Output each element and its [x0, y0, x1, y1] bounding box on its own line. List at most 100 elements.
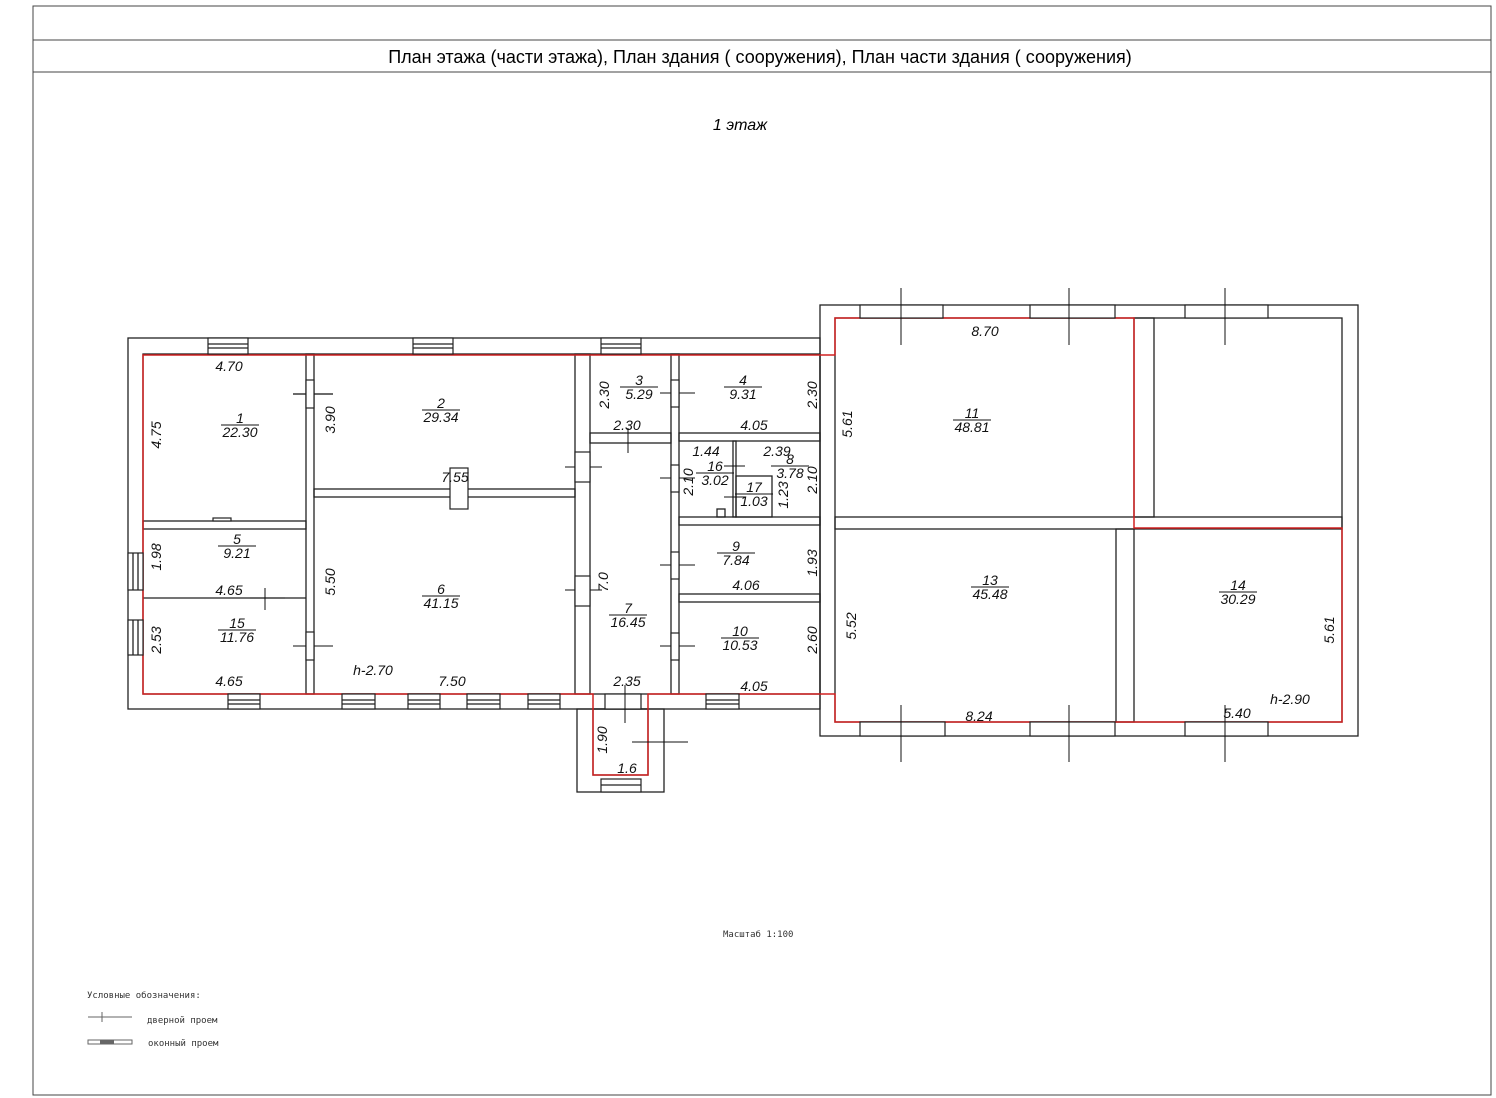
door-icon [565, 575, 602, 607]
room-label: 122.30 [221, 410, 259, 440]
room-label: 59.21 [218, 531, 256, 561]
scale-label: Масштаб 1:100 [723, 929, 793, 940]
window-icon [1029, 721, 1116, 737]
door-icon [660, 551, 695, 580]
dimension-label: 2.53 [148, 626, 164, 654]
legend-heading: Условные обозначения: [87, 990, 201, 1001]
room-number: 2 [436, 395, 445, 411]
window-icon [705, 693, 740, 710]
door-icon [293, 379, 333, 409]
dimension-label: 4.65 [215, 582, 242, 598]
room-area: 41.15 [423, 595, 458, 611]
room-number: 9 [732, 538, 740, 554]
dimension-label: 2.30 [804, 381, 820, 409]
dimension-label: 2.39 [762, 443, 790, 459]
dimension-label: 2.10 [680, 468, 696, 496]
room-area: 22.30 [221, 424, 257, 440]
room-area: 29.34 [422, 409, 458, 425]
legend: Условные обозначения: дверной проем окон… [87, 990, 219, 1049]
room-area: 3.02 [701, 472, 728, 488]
dimension-label: 4.05 [740, 417, 767, 433]
dimension-label: 1.93 [804, 549, 820, 576]
window-icon [1184, 721, 1269, 737]
window-icon [212, 517, 232, 522]
room-label: 49.31 [724, 372, 762, 402]
dimension-label: 1.23 [775, 481, 791, 508]
room-number: 10 [732, 623, 748, 639]
dimension-label: h-2.70 [353, 662, 393, 678]
dimension-label: 5.40 [1223, 705, 1250, 721]
window-icon [227, 693, 261, 710]
door-icon [660, 464, 695, 493]
window-icon [449, 467, 469, 510]
dimension-label: 7.50 [438, 673, 465, 689]
room-number: 3 [635, 372, 643, 388]
dimension-label: 5.61 [839, 410, 855, 437]
dimension-label: 4.70 [215, 358, 242, 374]
window-icon [127, 619, 144, 656]
room-number: 14 [1230, 577, 1246, 593]
window-icon [466, 693, 501, 710]
room-label: 97.84 [717, 538, 755, 568]
window-icon [600, 778, 642, 793]
door-icon [250, 588, 285, 610]
room-area: 16.45 [610, 614, 645, 630]
room-label: 229.34 [422, 395, 460, 425]
dimension-label: 8.24 [965, 708, 992, 724]
door-icon [724, 465, 745, 498]
room-label: 641.15 [422, 581, 460, 611]
room-number: 1 [236, 410, 244, 426]
legend-door: дверной проем [147, 1016, 218, 1026]
door-icon [660, 632, 695, 661]
window-icon [341, 693, 376, 710]
room-number: 5 [233, 531, 241, 547]
window-icon [207, 337, 249, 355]
room-number: 7 [624, 600, 633, 616]
room-area: 11.76 [220, 629, 254, 645]
page-title: План этажа (части этажа), План здания ( … [388, 47, 1132, 67]
dimension-label: 8.70 [971, 323, 998, 339]
dimension-label: 4.75 [148, 421, 164, 448]
room-number: 15 [229, 615, 245, 631]
dimension-label: 2.35 [612, 673, 640, 689]
door-icon [565, 451, 602, 483]
dimension-label: 2.30 [596, 381, 612, 409]
room-area: 3.78 [776, 465, 803, 481]
dimension-label: 2.10 [804, 466, 820, 494]
legend-window: оконный проем [148, 1039, 219, 1049]
room-label: 171.03 [735, 479, 773, 509]
dimension-label: 1.98 [148, 543, 164, 570]
dimension-label: 4.65 [215, 673, 242, 689]
window-icon [1184, 304, 1269, 319]
dimension-label: 4.05 [740, 678, 767, 694]
room-label: 716.45 [609, 600, 647, 630]
room-labels: 122.30229.3459.211511.76641.1535.2949.31… [218, 372, 1257, 653]
room-number: 11 [965, 405, 980, 421]
window-icon [859, 721, 946, 737]
room-number: 13 [982, 572, 998, 588]
room-area: 1.03 [740, 493, 767, 509]
room-area: 5.29 [625, 386, 652, 402]
room-number: 6 [437, 581, 445, 597]
room-number: 17 [746, 479, 763, 495]
room-area: 9.21 [223, 545, 250, 561]
floor-label: 1 этаж [713, 117, 768, 134]
dimension-label: h-2.90 [1270, 691, 1310, 707]
dimension-label: 1.6 [617, 760, 637, 776]
door-icon [660, 379, 695, 408]
door-icon [293, 631, 333, 661]
room-area: 45.48 [972, 586, 1007, 602]
doors [250, 288, 1226, 762]
dimension-label: 2.60 [804, 626, 820, 654]
window-icon [600, 337, 642, 355]
window-icon [407, 693, 441, 710]
dimension-label: 1.44 [692, 443, 719, 459]
dimension-label: 2.30 [612, 417, 640, 433]
